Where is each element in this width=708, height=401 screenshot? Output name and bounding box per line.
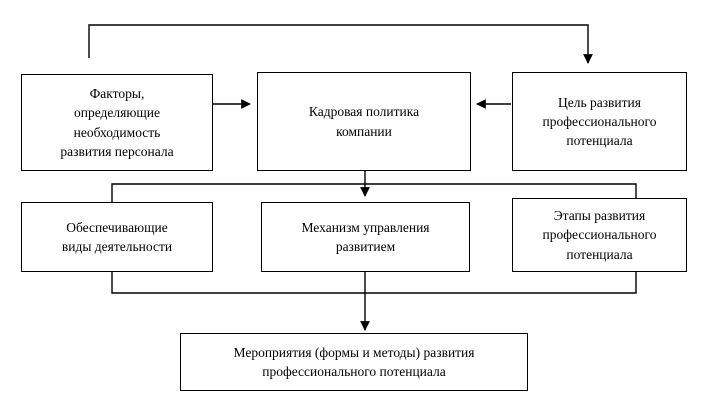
node-supporting-activities-label: Обеспечивающие виды деятельности: [61, 219, 173, 254]
node-development-stages: Этапы развития профессионального потенци…: [512, 198, 687, 272]
node-measures: Мероприятия (формы и методы) развития пр…: [180, 333, 528, 391]
node-hr-policy-label: Кадровая политика компании: [308, 104, 420, 139]
node-development-goal: Цель развития профессионального потенциа…: [512, 72, 687, 171]
node-hr-policy: Кадровая политика компании: [257, 72, 471, 171]
node-development-goal-label: Цель развития профессионального потенциа…: [542, 94, 657, 149]
node-development-mechanism-label: Механизм управления развитием: [301, 219, 430, 254]
connector-row2-to-measures: [111, 272, 637, 331]
connector-factors-to-goal-feedback: [88, 24, 593, 64]
node-factors: Факторы, определяющие необходимость разв…: [21, 74, 213, 171]
connector-hr-policy-to-row2: [111, 171, 637, 202]
node-development-mechanism: Механизм управления развитием: [261, 202, 470, 272]
node-measures-label: Мероприятия (формы и методы) развития пр…: [233, 344, 475, 379]
node-development-stages-label: Этапы развития профессионального потенци…: [542, 208, 657, 262]
node-supporting-activities: Обеспечивающие виды деятельности: [21, 202, 213, 272]
node-factors-label: Факторы, определяющие необходимость разв…: [60, 86, 174, 159]
